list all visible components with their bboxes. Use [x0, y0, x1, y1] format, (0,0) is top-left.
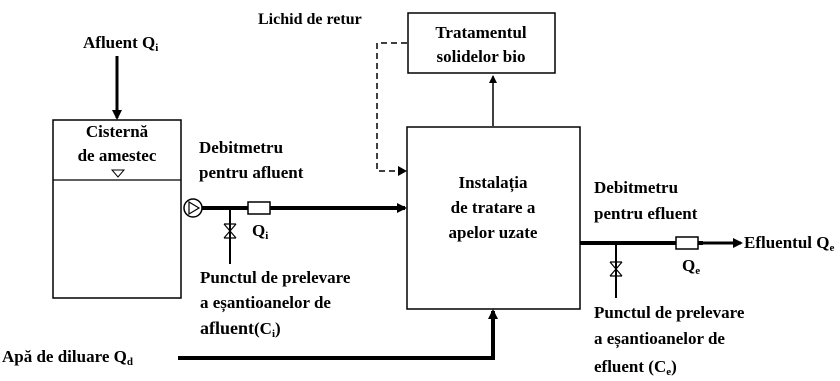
pump-triangle-icon	[188, 200, 201, 216]
sampling-efluent-line2: a eșantioanelor de	[594, 329, 725, 349]
water-level-icon	[110, 169, 126, 178]
afluent-input: Afluent Qi	[83, 33, 158, 120]
valve-afluent-icon	[223, 223, 237, 239]
tratament-line2: solidelor bio	[437, 47, 526, 66]
return-liquid: Lichid de retur	[258, 11, 407, 176]
flowmeter-afluent-icon	[247, 201, 271, 215]
debitmetru-efluent-line2: pentru efluent	[594, 204, 698, 223]
biosolids-treatment: Tratamentul solidelor bio	[407, 12, 556, 126]
valve-efluent-icon	[609, 261, 623, 277]
debitmetru-afluent-line2: pentru afluent	[199, 163, 304, 182]
sampling-afluent-line3: afluent(Ci)	[200, 318, 281, 340]
treatment-plant: Instalația de tratare a apelor uzate	[406, 126, 581, 310]
return-liquid-line	[376, 42, 407, 172]
apa-diluare-label: Apă de diluare Qd	[2, 347, 133, 368]
debitmetru-efluent-line1: Debitmetru	[594, 178, 678, 197]
efluent-label: Efluentul Qe	[744, 233, 835, 254]
mixing-tank: Cisternă de amestec	[52, 119, 182, 299]
afluent-label: Afluent Qi	[83, 33, 158, 54]
effluent-line: Debitmetru pentru efluent Qe Efluentul Q…	[580, 178, 835, 378]
return-liquid-arrowhead	[398, 166, 407, 176]
influent-line: Debitmetru pentru afluent Qi Punctul de …	[183, 138, 407, 340]
tank-title-line2: de amestec	[78, 146, 157, 165]
debitmetru-afluent-line1: Debitmetru	[199, 138, 283, 157]
sampling-efluent-line3: efluent (Ce)	[594, 357, 677, 378]
mixing-tank-body	[52, 119, 182, 299]
tank-title-line1: Cisternă	[86, 122, 149, 141]
instalatie-line2: de tratare a	[451, 198, 536, 217]
biosolids-box	[407, 12, 556, 74]
tratament-line1: Tratamentul	[435, 23, 527, 42]
sampling-efluent-line1: Punctul de prelevare	[594, 303, 745, 322]
lichid-retur-label: Lichid de retur	[258, 11, 362, 28]
treatment-plant-box	[406, 126, 581, 310]
qe-label: Qe	[682, 256, 700, 277]
sampling-afluent-line2: a eșantioanelor de	[200, 293, 331, 313]
flowmeter-efluent-icon	[675, 236, 699, 250]
sampling-afluent-line1: Punctul de prelevare	[200, 268, 351, 287]
instalatie-line1: Instalația	[459, 173, 528, 193]
instalatie-line3: apelor uzate	[449, 223, 538, 242]
qi-label: Qi	[252, 221, 268, 242]
dilution-line: Apă de diluare Qd	[2, 309, 498, 368]
